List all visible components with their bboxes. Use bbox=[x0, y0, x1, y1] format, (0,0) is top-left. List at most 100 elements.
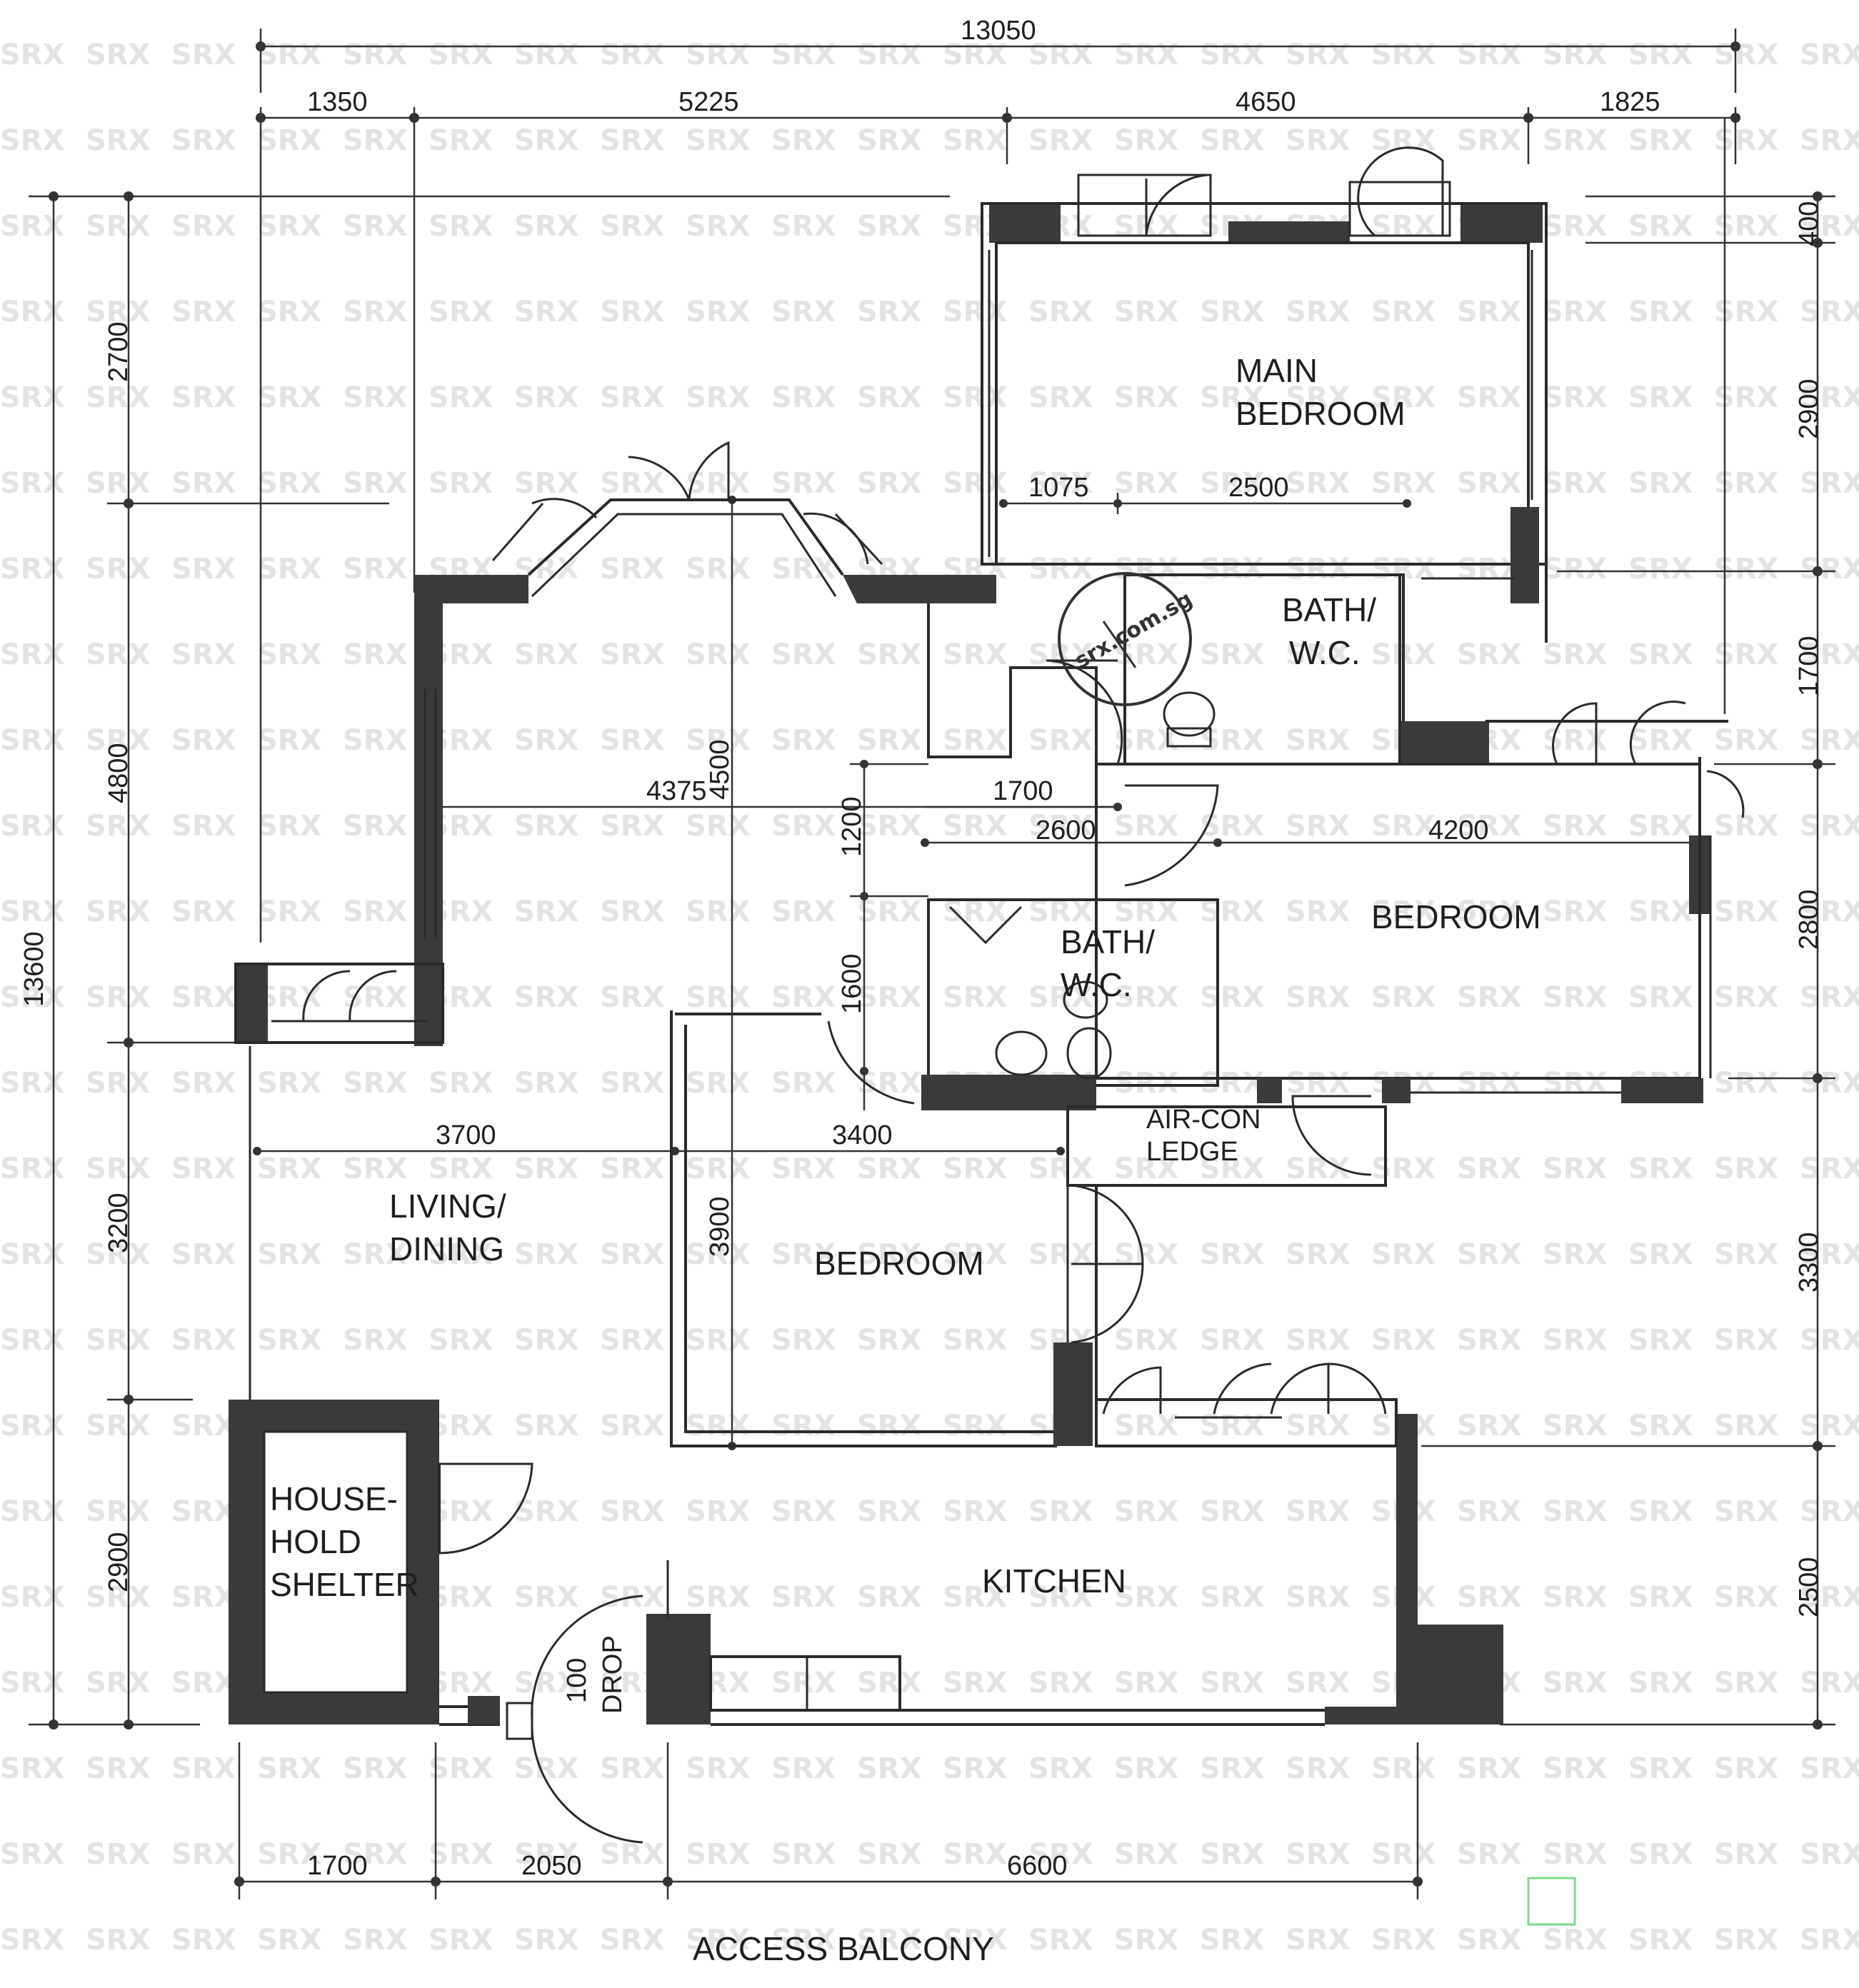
watermark-logo: SRX bbox=[1371, 1324, 1436, 1357]
bath-1-label-2: W.C. bbox=[1289, 634, 1361, 671]
watermark-logo: SRX bbox=[857, 1324, 922, 1357]
watermark-logo: SRX bbox=[1286, 1838, 1351, 1871]
watermark-logo: SRX bbox=[1457, 1838, 1522, 1871]
watermark-logo: SRX bbox=[429, 210, 493, 243]
watermark-logo: SRX bbox=[857, 1752, 922, 1785]
watermark-logo: SRX bbox=[1543, 1238, 1608, 1271]
dim-left-total: 13600 bbox=[19, 931, 49, 1007]
watermark-logo: SRX bbox=[514, 467, 579, 500]
watermark-logo: SRX bbox=[1628, 1238, 1693, 1271]
access-balcony-label: ACCESS BALCONY bbox=[693, 1930, 994, 1967]
watermark-logo: SRX bbox=[1714, 895, 1779, 928]
watermark-logo: SRX bbox=[514, 981, 579, 1014]
watermark-logo: SRX bbox=[686, 39, 751, 71]
watermark-logo: SRX bbox=[1543, 124, 1608, 157]
watermark-logo: SRX bbox=[1286, 467, 1351, 500]
watermark-logo: SRX bbox=[1628, 1153, 1693, 1185]
watermark-logo: SRX bbox=[857, 467, 922, 500]
watermark-logo: SRX bbox=[686, 210, 751, 243]
watermark-logo: SRX bbox=[86, 1410, 151, 1442]
watermark-logo: SRX bbox=[1200, 381, 1265, 414]
watermark-logo: SRX bbox=[1200, 1324, 1265, 1357]
watermark-logo: SRX bbox=[600, 39, 665, 71]
dim-living-4500: 4500 bbox=[705, 739, 735, 800]
watermark-logo: SRX bbox=[343, 1238, 408, 1271]
watermark-logo: SRX bbox=[686, 124, 751, 157]
watermark-logo: SRX bbox=[600, 1495, 665, 1528]
watermark-logo: SRX bbox=[343, 981, 408, 1014]
watermark-logo: SRX bbox=[1543, 1324, 1608, 1357]
watermark-logo: SRX bbox=[1800, 1067, 1859, 1100]
watermark-logo: SRX bbox=[1114, 1752, 1179, 1785]
watermark-logo: SRX bbox=[1200, 1581, 1265, 1614]
dim-bath2-1600: 1600 bbox=[837, 953, 867, 1014]
watermark-logo: SRX bbox=[771, 210, 836, 243]
watermark-logo: SRX bbox=[1543, 1838, 1608, 1871]
watermark-logo: SRX bbox=[514, 1238, 579, 1271]
watermark-logo: SRX bbox=[343, 1838, 408, 1871]
watermark-logo: SRX bbox=[1628, 895, 1693, 928]
watermark-logo: SRX bbox=[1114, 1153, 1179, 1185]
watermark-logo: SRX bbox=[1028, 381, 1093, 414]
watermark-logo: SRX bbox=[343, 296, 408, 328]
watermark-logo: SRX bbox=[1371, 1924, 1436, 1957]
watermark-logo: SRX bbox=[514, 1324, 579, 1357]
watermark-logo: SRX bbox=[686, 296, 751, 328]
watermark-logo: SRX bbox=[171, 553, 236, 586]
watermark-logo: SRX bbox=[0, 553, 65, 586]
watermark-logo: SRX bbox=[257, 1752, 322, 1785]
watermark-logo: SRX bbox=[1714, 1752, 1779, 1785]
watermark-logo: SRX bbox=[0, 724, 65, 757]
watermark-logo: SRX bbox=[1800, 296, 1859, 328]
watermark-logo: SRX bbox=[257, 895, 322, 928]
watermark-logo: SRX bbox=[1200, 124, 1265, 157]
watermark-logo: SRX bbox=[1628, 467, 1693, 500]
watermark-logo: SRX bbox=[1457, 1324, 1522, 1357]
watermark-logo: SRX bbox=[943, 124, 1008, 157]
watermark-logo: SRX bbox=[86, 296, 151, 328]
watermark-logo: SRX bbox=[1457, 810, 1522, 843]
watermark-logo: SRX bbox=[1628, 638, 1693, 671]
watermark-logo: SRX bbox=[600, 1324, 665, 1357]
watermark-logo: SRX bbox=[86, 1581, 151, 1614]
watermark-logo: SRX bbox=[1543, 810, 1608, 843]
watermark-logo: SRX bbox=[0, 1410, 65, 1442]
watermark-logo: SRX bbox=[1543, 467, 1608, 500]
watermark-logo: SRX bbox=[1543, 981, 1608, 1014]
watermark-logo: SRX bbox=[514, 638, 579, 671]
watermark-logo: SRX bbox=[514, 296, 579, 328]
watermark-logo: SRX bbox=[86, 1238, 151, 1271]
watermark-logo: SRX bbox=[1800, 1410, 1859, 1442]
watermark-logo: SRX bbox=[771, 381, 836, 414]
watermark-logo: SRX bbox=[1028, 981, 1093, 1014]
watermark-logo: SRX bbox=[857, 724, 922, 757]
watermark-logo: SRX bbox=[86, 1838, 151, 1871]
watermark-logo: SRX bbox=[1286, 1924, 1351, 1957]
watermark-logo: SRX bbox=[771, 124, 836, 157]
watermark-logo: SRX bbox=[514, 1581, 579, 1614]
watermark-logo: SRX bbox=[1714, 1838, 1779, 1871]
watermark-logo: SRX bbox=[171, 210, 236, 243]
watermark-logo: SRX bbox=[943, 381, 1008, 414]
watermark-logo: SRX bbox=[514, 1153, 579, 1185]
watermark-logo: SRX bbox=[1286, 1667, 1351, 1700]
watermark-logo: SRX bbox=[257, 210, 322, 243]
watermark-logo: SRX bbox=[171, 1838, 236, 1871]
watermark-logo: SRX bbox=[86, 210, 151, 243]
watermark-logo: SRX bbox=[943, 1238, 1008, 1271]
watermark-logo: SRX bbox=[171, 381, 236, 414]
watermark-logo: SRX bbox=[1371, 1238, 1436, 1271]
watermark-logo: SRX bbox=[1628, 724, 1693, 757]
watermark-logo: SRX bbox=[1628, 810, 1693, 843]
watermark-logo: SRX bbox=[429, 124, 493, 157]
watermark-logo: SRX bbox=[86, 467, 151, 500]
watermark-logo: SRX bbox=[257, 1067, 322, 1100]
watermark-logo: SRX bbox=[1028, 39, 1093, 71]
watermark-logo: SRX bbox=[257, 810, 322, 843]
watermark-logo: SRX bbox=[1714, 1495, 1779, 1528]
watermark-logo: SRX bbox=[1800, 638, 1859, 671]
watermark-logo: SRX bbox=[1114, 1924, 1179, 1957]
watermark-logo: SRX bbox=[343, 553, 408, 586]
watermark-logo: SRX bbox=[1543, 1495, 1608, 1528]
watermark-logo: SRX bbox=[0, 381, 65, 414]
